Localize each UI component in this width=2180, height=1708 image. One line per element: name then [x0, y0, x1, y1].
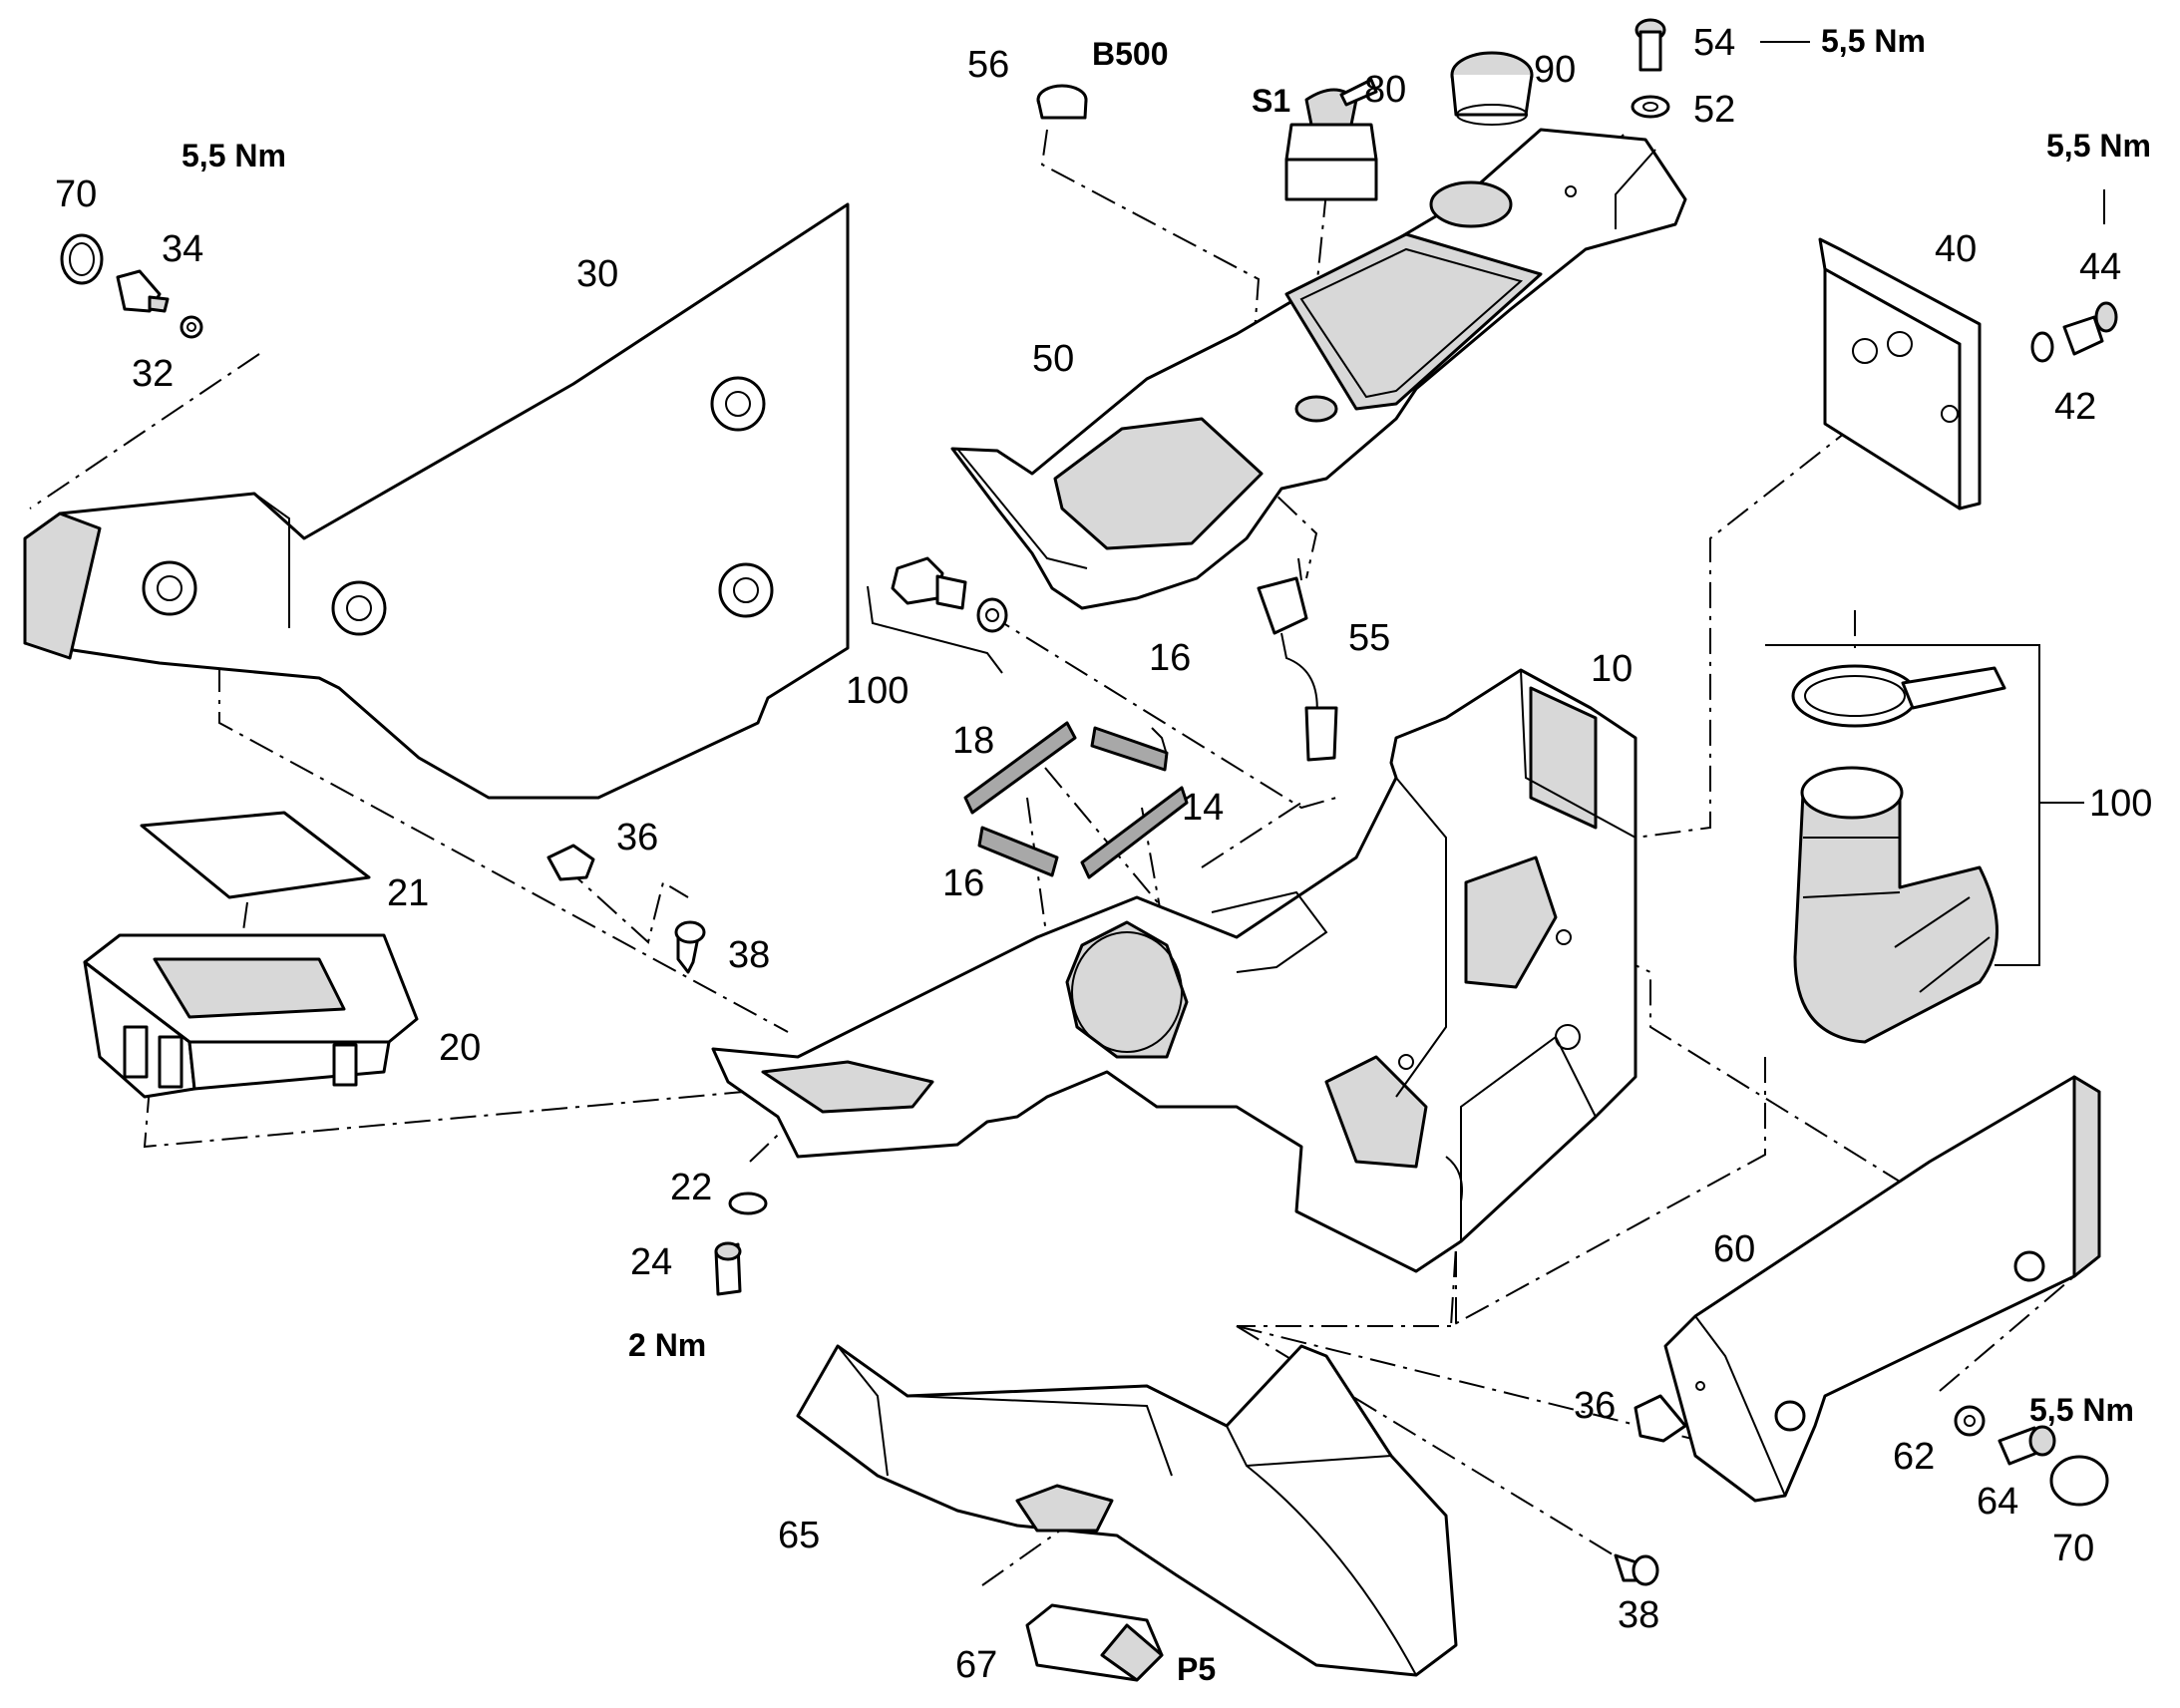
clip-36-left [546, 844, 595, 881]
washer-42 [2030, 331, 2054, 363]
label-70-left: 70 [55, 173, 97, 215]
bracket-100-right [1765, 644, 2040, 966]
label-42: 42 [2054, 386, 2096, 428]
clip-36-right [1634, 1394, 1687, 1443]
label-52: 52 [1693, 89, 1735, 131]
leader-42-10 [1635, 338, 1966, 839]
label-36-right: 36 [1574, 1385, 1616, 1427]
label-38-left: 38 [728, 934, 770, 976]
label-60: 60 [1713, 1228, 1755, 1270]
label-55: 55 [1348, 617, 1390, 659]
part-10-main-frame [711, 668, 1637, 1273]
clamp-100 [1791, 664, 2006, 728]
part-50-top-console [950, 128, 1687, 610]
washer-52 [1631, 95, 1670, 119]
part-20-switch-panel [83, 933, 419, 1099]
bracket-100-mid [867, 585, 1003, 674]
solid-leader-lines [867, 41, 2105, 966]
fasteners-top-left [60, 233, 203, 339]
label-62: 62 [1893, 1436, 1935, 1478]
bolt-100 [891, 556, 1008, 633]
leader-14-10 [1201, 802, 1302, 868]
label-36-left: 36 [616, 817, 658, 858]
cap-56 [1036, 84, 1088, 120]
label-21: 21 [387, 872, 429, 914]
torque-64: 5,5 Nm [2029, 1392, 2134, 1428]
bracket-14-16 [1151, 727, 1168, 756]
part-60-right-side-cover [1663, 1075, 2101, 1503]
leader-36-60 [1236, 1325, 1701, 1442]
washer-62 [1954, 1405, 1986, 1437]
leader-36-38 [562, 864, 689, 944]
screw-38-right [1614, 1553, 1659, 1586]
part-30-left-side-cover [23, 202, 850, 800]
sensor-55 [1257, 557, 1338, 762]
label-20: 20 [439, 1027, 481, 1069]
leader-100-hose [1449, 1057, 1766, 1328]
label-32: 32 [132, 353, 174, 395]
part-65-lower-cover [796, 1344, 1458, 1677]
leader-67-65 [981, 1525, 1068, 1586]
screw-38-left [674, 920, 706, 974]
label-64: 64 [1977, 1481, 2018, 1523]
screw-64 [1998, 1425, 2056, 1466]
label-100-right: 100 [2089, 783, 2152, 825]
torque-44: 5,5 Nm [2046, 128, 2151, 164]
code-s1: S1 [1252, 83, 1290, 119]
label-40: 40 [1935, 228, 1977, 270]
label-65: 65 [778, 1515, 820, 1556]
screw-54 [1635, 18, 1666, 72]
cap-70-right [2049, 1455, 2109, 1507]
label-34: 34 [162, 228, 203, 270]
label-16-bottom: 16 [942, 862, 984, 904]
part-number-labels: 10 14 16 16 18 20 21 22 24 30 32 34 36 3… [55, 22, 2152, 1686]
screw-24 [714, 1241, 742, 1296]
code-p5: P5 [1177, 1651, 1216, 1687]
code-b500: B500 [1092, 36, 1169, 72]
annotations: 5,5 Nm 5,5 Nm 5,5 Nm 5,5 Nm 2 Nm B500 S1… [182, 23, 2151, 1687]
label-30: 30 [576, 253, 618, 295]
leader-20-10 [143, 1086, 799, 1149]
key-switch-80 [1284, 78, 1378, 201]
washer-22 [728, 1192, 768, 1215]
hose-100 [1793, 766, 1998, 1044]
leader-62-60 [1939, 1275, 2075, 1392]
label-16-top: 16 [1149, 637, 1191, 679]
label-67: 67 [955, 1644, 997, 1686]
leader-16-10 [1026, 797, 1063, 1048]
button-90 [1450, 51, 1534, 126]
module-67 [1025, 1603, 1164, 1682]
leader-100-10 [986, 612, 1337, 810]
leader-32-30 [29, 353, 260, 510]
label-38-right: 38 [1618, 1594, 1659, 1636]
label-80: 80 [1364, 69, 1406, 111]
leader-10-bottom [1237, 1251, 1457, 1327]
label-14: 14 [1182, 787, 1224, 829]
part-40-bracket [1818, 237, 1982, 511]
label-70-right: 70 [2052, 1528, 2094, 1569]
label-10: 10 [1591, 648, 1633, 690]
label-56: 56 [967, 44, 1009, 86]
label-18: 18 [952, 720, 994, 762]
label-50: 50 [1032, 338, 1074, 380]
label-22: 22 [670, 1167, 712, 1208]
screw-44 [2062, 301, 2118, 356]
label-54: 54 [1693, 22, 1735, 64]
torque-24: 2 Nm [628, 1327, 706, 1363]
torque-34: 5,5 Nm [182, 138, 286, 173]
label-90: 90 [1534, 49, 1576, 91]
leader-60-10 [1573, 936, 1901, 1183]
label-24: 24 [630, 1241, 672, 1283]
label-100-mid: 100 [846, 670, 908, 712]
part-21-plate [140, 811, 371, 899]
strips-16-18 [963, 721, 1189, 879]
label-44: 44 [2079, 246, 2121, 288]
torque-54: 5,5 Nm [1821, 23, 1926, 59]
leader-38-65 [1236, 1325, 1632, 1566]
